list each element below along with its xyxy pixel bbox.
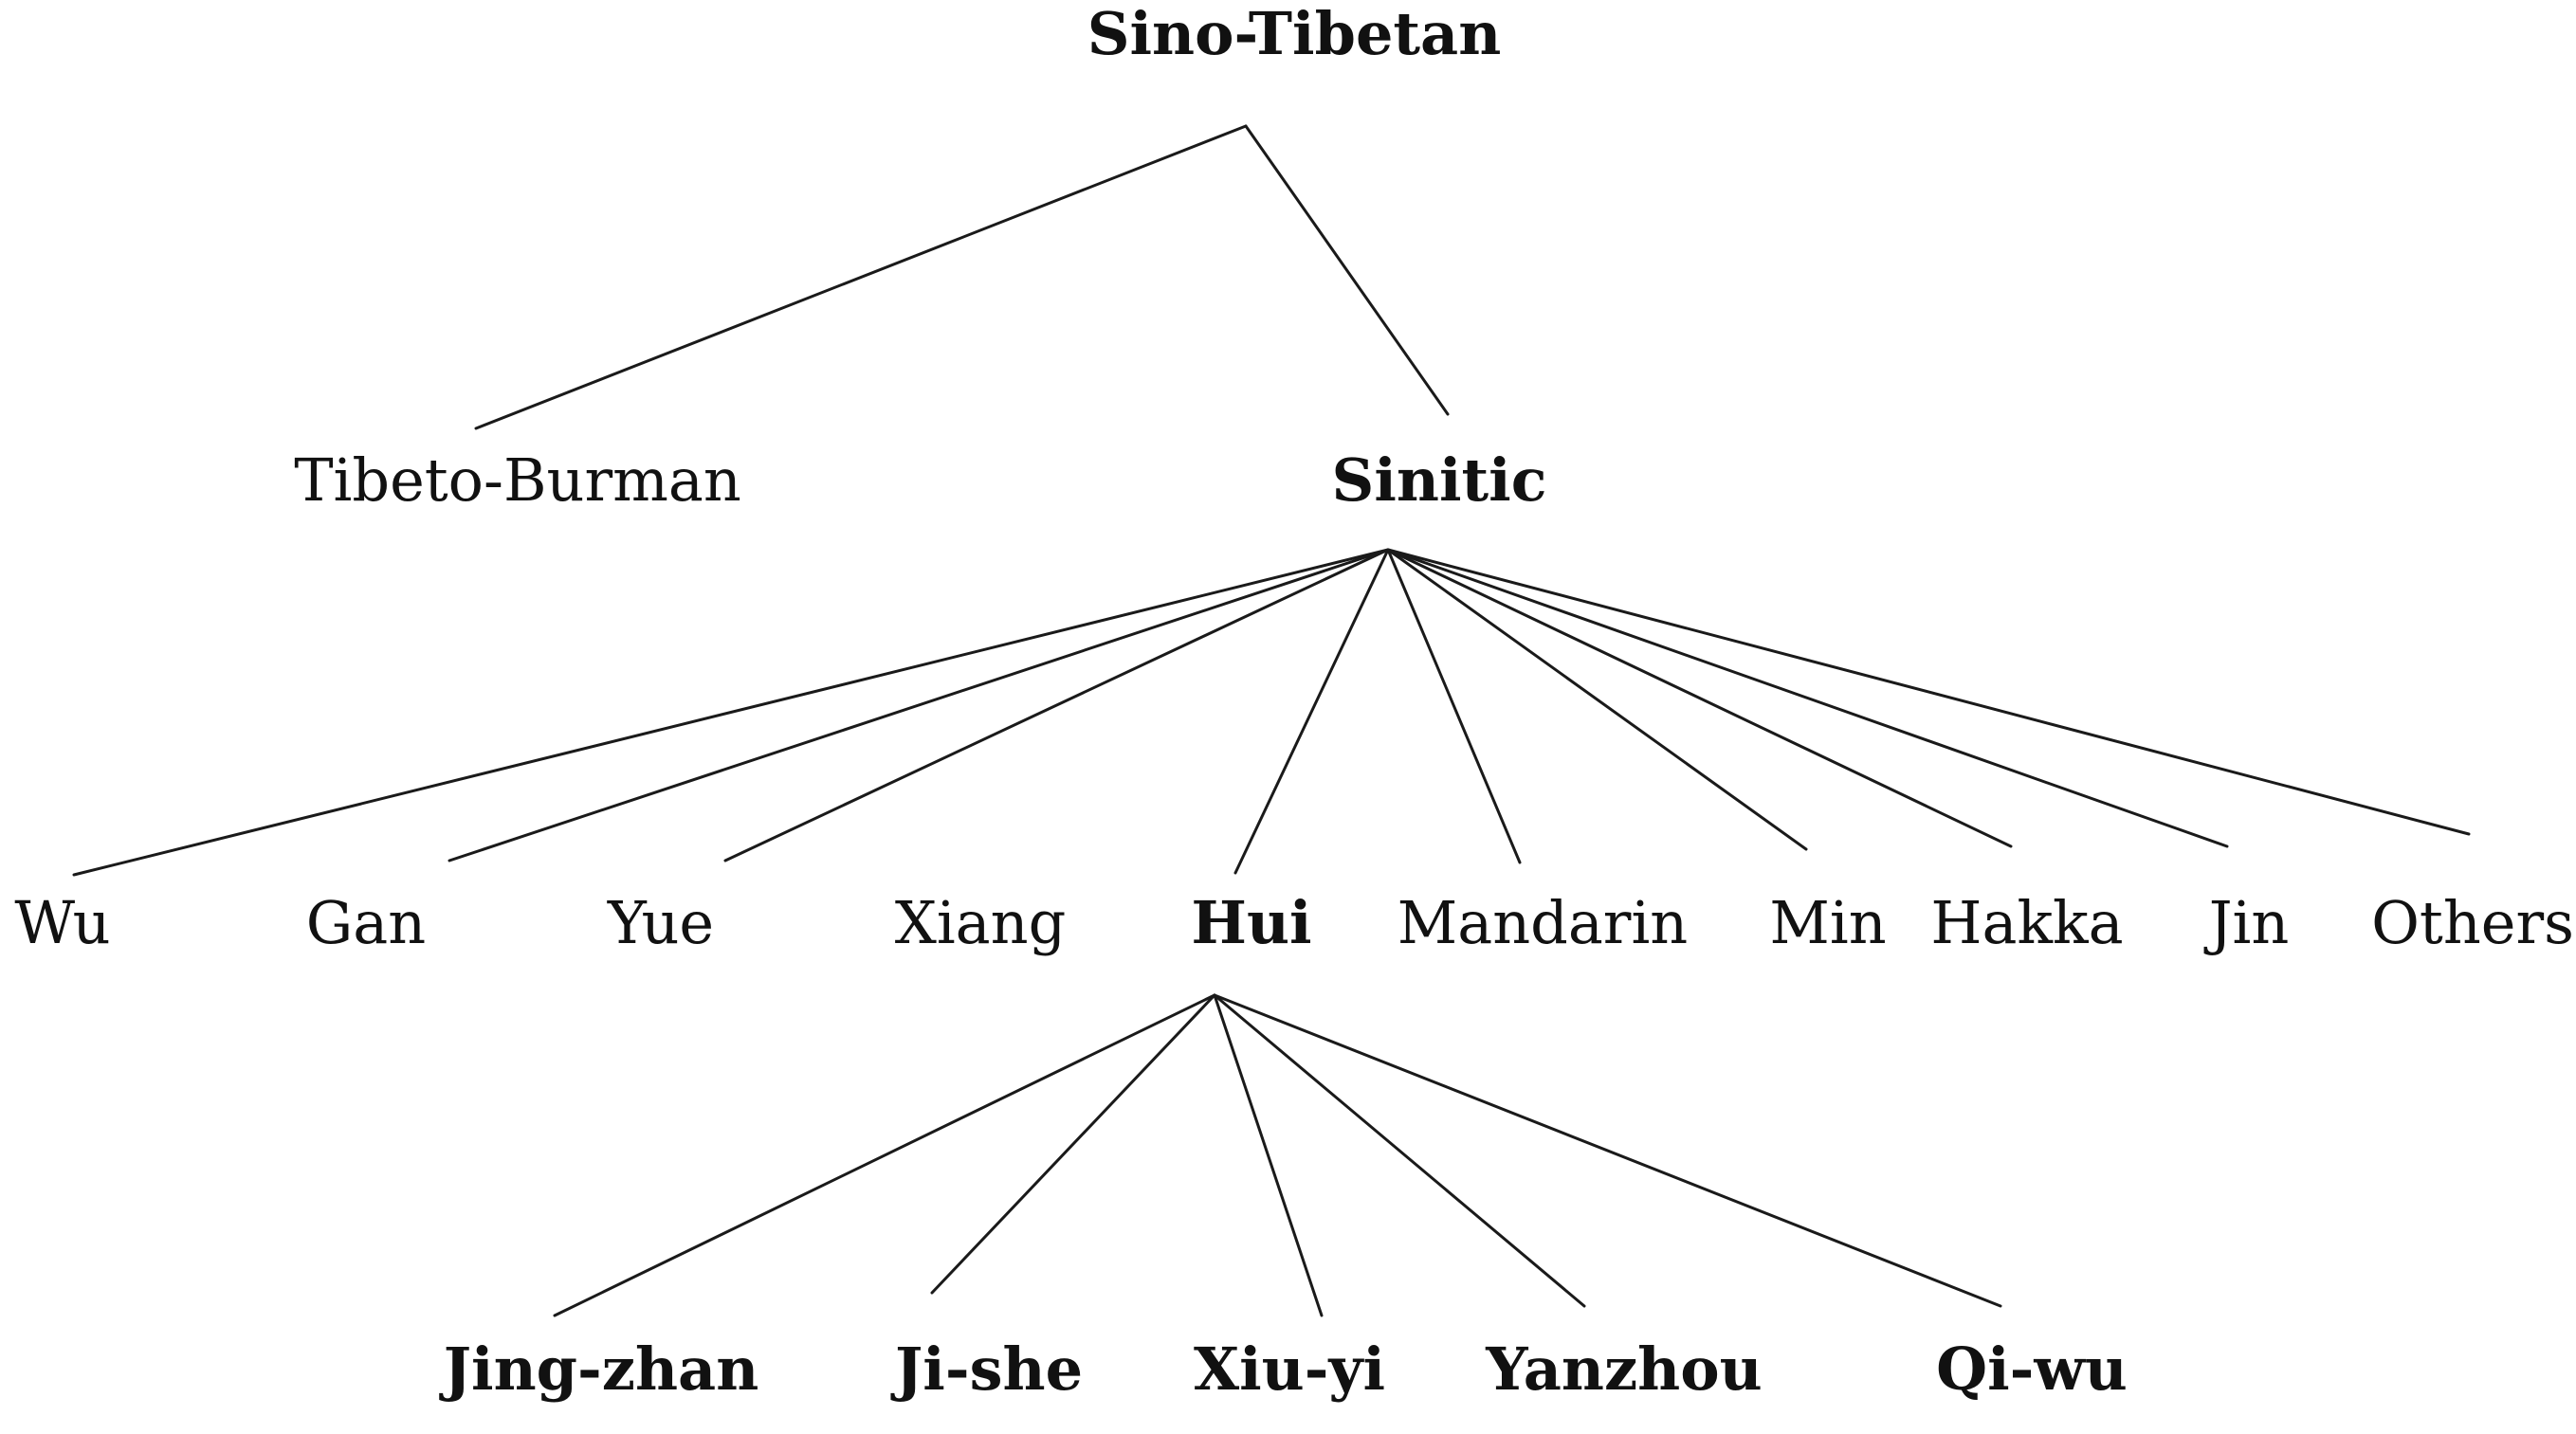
node-jin: Jin: [2203, 888, 2290, 957]
node-sinitic: Sinitic: [1332, 445, 1547, 515]
edge-sino-tibetan-tibeto-burman: [474, 124, 1248, 430]
node-yanzhou: Yanzhou: [1485, 1334, 1762, 1404]
edge-hui-xiu-yi: [1213, 993, 1324, 1317]
edge-sinitic-yue: [448, 548, 1390, 862]
edge-sinitic-min: [1386, 548, 1808, 851]
node-gan: Gan: [306, 888, 426, 957]
edge-sinitic-hakka: [1386, 548, 2013, 848]
node-tibeto-burman: Tibeto-Burman: [294, 445, 741, 515]
node-xiu-yi: Xiu-yi: [1194, 1334, 1385, 1404]
node-yue: Yue: [607, 888, 714, 957]
node-hakka: Hakka: [1930, 888, 2123, 957]
node-others: Others: [2371, 888, 2574, 957]
edge-hui-yanzhou: [1213, 993, 1586, 1308]
edge-sinitic-jin: [1386, 548, 2229, 848]
node-hui: Hui: [1191, 888, 1311, 957]
node-jing-zhan: Jing-zhan: [439, 1334, 759, 1404]
node-qi-wu: Qi-wu: [1936, 1334, 2128, 1404]
edge-sino-tibetan-sinitic: [1244, 124, 1450, 416]
node-min: Min: [1769, 888, 1886, 957]
node-wu: Wu: [14, 888, 110, 957]
edge-sinitic-mandarin: [1386, 548, 1522, 864]
node-sino-tibetan: Sino-Tibetan: [1087, 0, 1502, 68]
edge-hui-ji-she: [930, 993, 1216, 1295]
edge-sinitic-hui: [1233, 548, 1390, 875]
edge-hui-qi-wu: [1213, 993, 2002, 1308]
node-xiang: Xiang: [895, 888, 1067, 957]
edge-sinitic-xiang: [723, 548, 1390, 862]
edge-hui-jing-zhan: [553, 993, 1216, 1317]
edge-sinitic-others: [1386, 548, 2471, 836]
node-mandarin: Mandarin: [1398, 888, 1688, 957]
node-ji-she: Ji-she: [890, 1334, 1083, 1404]
edge-sinitic-gan: [72, 548, 1390, 877]
